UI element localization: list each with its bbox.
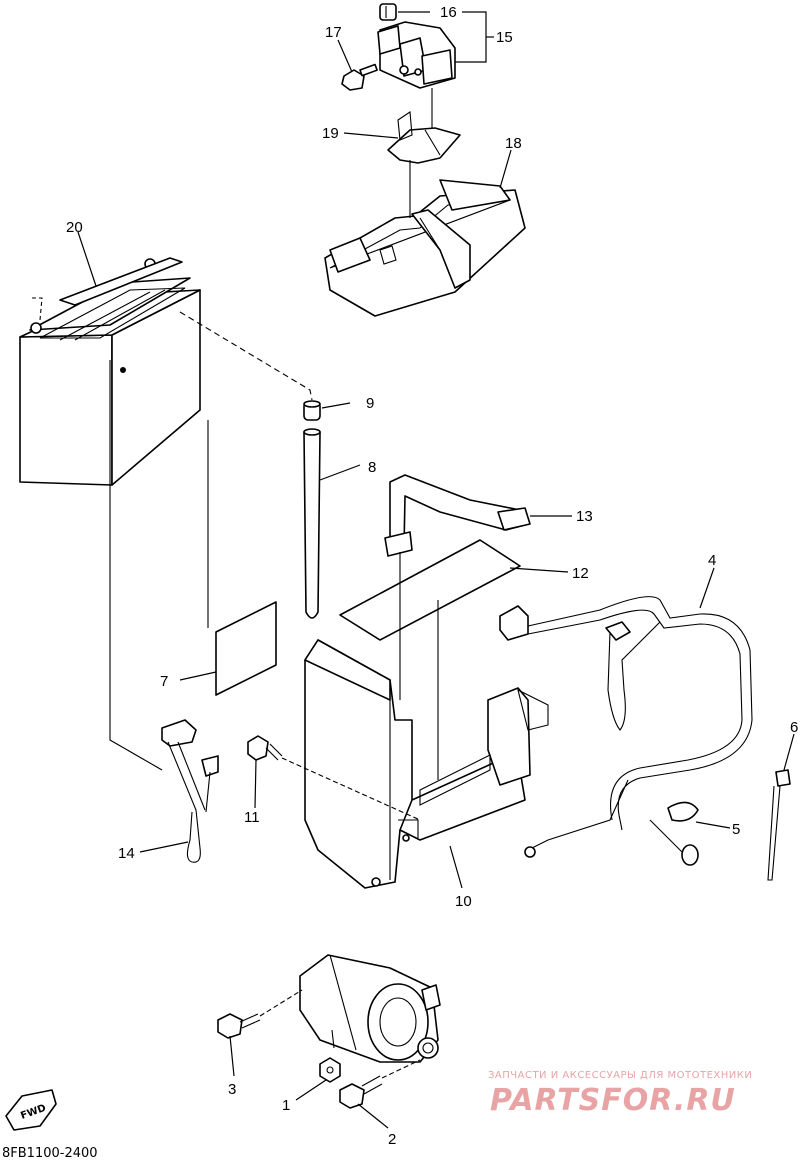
watermark-subtitle: ЗАПЧАСТИ И АКСЕССУАРЫ ДЛЯ МОТОТЕХНИКИ bbox=[488, 1070, 752, 1081]
bolt-part-17[interactable] bbox=[341, 63, 378, 91]
battery-band-part-13[interactable] bbox=[384, 474, 531, 557]
callout-1: 1 bbox=[282, 1097, 290, 1114]
callout-2: 2 bbox=[388, 1131, 396, 1148]
callout-10: 10 bbox=[455, 893, 472, 910]
watermark: ЗАПЧАСТИ И АКСЕССУАРЫ ДЛЯ МОТОТЕХНИКИ PA… bbox=[488, 1070, 752, 1118]
fuse-part-16[interactable] bbox=[379, 3, 397, 21]
callout-4: 4 bbox=[708, 552, 716, 569]
battery-box-part-10[interactable] bbox=[304, 639, 549, 889]
nut-part-1[interactable] bbox=[319, 1057, 341, 1083]
watermark-brand: PARTSFOR.RU bbox=[490, 1083, 736, 1118]
callout-17: 17 bbox=[325, 24, 342, 41]
breather-hose-part-8[interactable] bbox=[303, 428, 321, 619]
callout-18: 18 bbox=[505, 135, 522, 152]
cap-part-9[interactable] bbox=[303, 400, 321, 421]
battery-lead-part-14[interactable] bbox=[161, 719, 219, 863]
callout-7: 7 bbox=[160, 673, 168, 690]
callout-5: 5 bbox=[732, 821, 740, 838]
bolt-part-11[interactable] bbox=[247, 735, 283, 761]
callout-8: 8 bbox=[368, 459, 376, 476]
callout-13: 13 bbox=[576, 508, 593, 525]
bolt-part-3[interactable] bbox=[217, 1013, 261, 1039]
callout-20: 20 bbox=[66, 219, 83, 236]
battery-tray-part-18[interactable] bbox=[324, 179, 526, 317]
battery-part-20[interactable] bbox=[19, 257, 201, 486]
starter-motor[interactable] bbox=[299, 954, 441, 1063]
clamp-part-5[interactable] bbox=[649, 801, 699, 866]
bracket-part-19[interactable] bbox=[387, 111, 461, 164]
battery-pad-part-12[interactable] bbox=[339, 539, 521, 641]
callout-12: 12 bbox=[572, 565, 589, 582]
callout-16: 16 bbox=[440, 4, 457, 21]
starter-relay-part-15[interactable] bbox=[377, 21, 456, 89]
forward-direction-badge: FWD bbox=[5, 1089, 57, 1131]
callout-15: 15 bbox=[496, 29, 513, 46]
starter-cable-part-4[interactable] bbox=[499, 596, 753, 858]
callout-19: 19 bbox=[322, 125, 339, 142]
cable-tie-part-6[interactable] bbox=[767, 769, 791, 881]
diagram-code: 8FB1100-2400 bbox=[2, 1146, 98, 1160]
callout-14: 14 bbox=[118, 845, 135, 862]
callout-6: 6 bbox=[790, 719, 798, 736]
callout-3: 3 bbox=[228, 1081, 236, 1098]
damper-part-7[interactable] bbox=[215, 601, 277, 696]
callout-9: 9 bbox=[366, 395, 374, 412]
bolt-part-2[interactable] bbox=[339, 1075, 383, 1109]
callout-11: 11 bbox=[244, 809, 260, 826]
